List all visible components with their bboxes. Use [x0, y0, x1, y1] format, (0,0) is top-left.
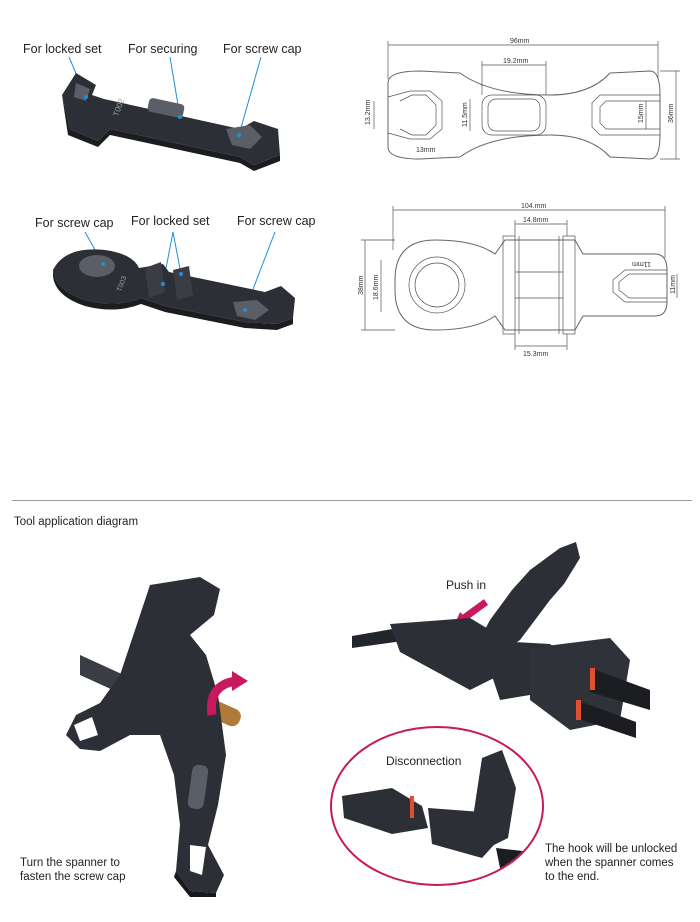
turn-note-line-1: Turn the spanner to — [20, 857, 120, 869]
dim-36mm: 36mm — [668, 103, 675, 123]
section-divider — [12, 500, 692, 501]
dim-11-5mm: 11.5mm — [462, 102, 469, 127]
dim-15-3mm: 15.3mm — [523, 351, 548, 358]
turn-note: Turn the spanner to fasten the screw cap — [20, 856, 125, 884]
dim-96mm: 96mm — [510, 38, 530, 45]
technical-drawing-1: 96mm 19.2mm 13.2mm 11.5mm 15mm 36mm 13mm — [365, 38, 680, 160]
hook-note-line-3: to the end. — [545, 871, 600, 883]
label-push-in: Push in — [446, 578, 487, 592]
dim-18-6mm: 18.6mm — [373, 275, 380, 300]
disconnection-callout — [330, 726, 544, 886]
label-for-locked-set: For locked set — [23, 42, 102, 56]
technical-drawing-2: 104.mm 14.8mm 15.3mm 38mm 18.6mm 11mm 11… — [358, 203, 678, 358]
hook-note-line-1: The hook will be unlocked — [545, 843, 678, 855]
label-for-screw-cap-right: For screw cap — [237, 214, 316, 228]
dim-11mm-engraving: 11mm — [632, 260, 651, 267]
disconnection-detail-illustration — [342, 750, 538, 878]
hook-note: The hook will be unlocked when the spann… — [545, 842, 677, 884]
spanner-tool-2-illustration: T003 — [53, 231, 295, 330]
dim-38mm: 38mm — [358, 275, 365, 295]
label-for-screw-cap-left: For screw cap — [35, 216, 114, 230]
dim-13-2mm: 13.2mm — [365, 100, 372, 125]
label-for-screw-cap: For screw cap — [223, 42, 302, 56]
turning-spanner-illustration — [66, 577, 248, 897]
label-for-locked-set-2: For locked set — [131, 214, 210, 228]
section-title: Tool application diagram — [14, 516, 139, 528]
dim-15mm: 15mm — [638, 103, 645, 123]
dim-14-8mm: 14.8mm — [523, 217, 548, 224]
dim-19-2mm: 19.2mm — [503, 58, 528, 65]
dim-11mm: 11mm — [670, 275, 677, 294]
spanner-tool-1-illustration: T002 — [62, 56, 280, 171]
hook-note-line-2: when the spanner comes — [545, 857, 674, 869]
dim-13mm: 13mm — [416, 147, 436, 154]
connector-disconnect-illustration — [352, 542, 650, 738]
dim-104mm: 104.mm — [521, 203, 546, 210]
label-for-securing: For securing — [128, 42, 198, 56]
turn-note-line-2: fasten the screw cap — [20, 871, 126, 883]
label-disconnection: Disconnection — [386, 754, 462, 768]
